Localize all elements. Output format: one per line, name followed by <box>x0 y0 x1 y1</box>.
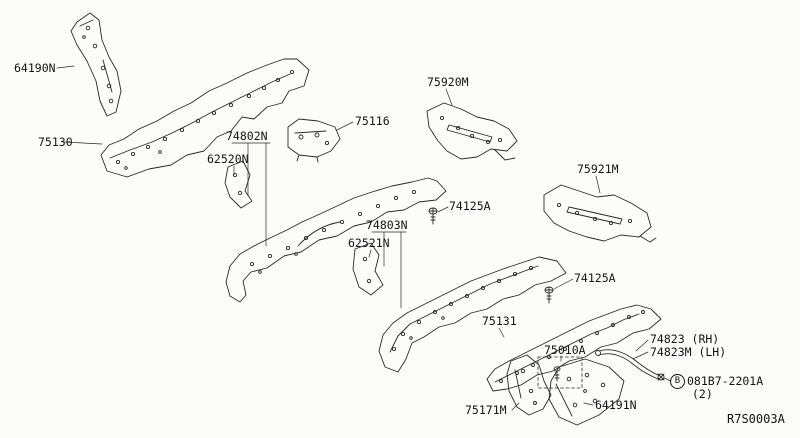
part-label-62520n: 62520N <box>207 152 249 166</box>
drawing-reference-code: R7S0003A <box>727 412 785 426</box>
part-label-75130: 75130 <box>38 135 73 149</box>
part-label-75920m: 75920M <box>427 75 469 89</box>
part-64191n-drawing <box>548 358 625 426</box>
part-label-74803n: 74803N <box>366 218 408 232</box>
part-75130-drawing <box>100 58 310 178</box>
fastener-part-number: 081B7-2201A <box>687 374 764 388</box>
part-label-75116: 75116 <box>355 114 390 128</box>
part-label-64191n: 64191N <box>595 398 637 412</box>
part-label-74823-rh: 74823 (RH) <box>650 332 720 346</box>
part-label-75131: 75131 <box>482 314 517 328</box>
part-62520n-drawing <box>224 160 253 209</box>
leader-lines <box>56 65 672 411</box>
bolt-74125a-top-icon <box>428 207 438 225</box>
part-62521n-drawing <box>352 242 384 296</box>
part-74803n-drawing <box>378 256 567 373</box>
part-label-75010a: 75010A <box>544 343 586 357</box>
part-75171m-drawing <box>506 354 552 416</box>
part-64190n-drawing <box>70 12 122 117</box>
fastener-callout: B 081B7-2201A <box>670 374 763 389</box>
fastener-quantity: (2) <box>692 387 713 401</box>
part-label-74125a-top: 74125A <box>449 199 491 213</box>
part-75131-drawing <box>486 304 662 392</box>
part-label-74802n: 74802N <box>226 129 268 143</box>
bolt-74125a-bottom-icon <box>544 286 554 304</box>
part-74802n-drawing <box>225 177 447 303</box>
part-label-62521n: 62521N <box>348 236 390 250</box>
part-label-74823m-lh: 74823M (LH) <box>650 345 727 359</box>
part-74823-drawing <box>595 349 665 381</box>
part-75116-drawing <box>287 118 341 163</box>
part-75921m-drawing <box>543 184 657 243</box>
part-label-74125a-bottom: 74125A <box>574 271 616 285</box>
circle-b-badge: B <box>670 374 685 389</box>
detail-box-75010a <box>537 356 583 389</box>
part-label-75171m: 75171M <box>465 403 507 417</box>
part-label-75921m: 75921M <box>577 162 619 176</box>
part-label-64190n: 64190N <box>14 61 56 75</box>
part-75920m-drawing <box>426 102 518 161</box>
